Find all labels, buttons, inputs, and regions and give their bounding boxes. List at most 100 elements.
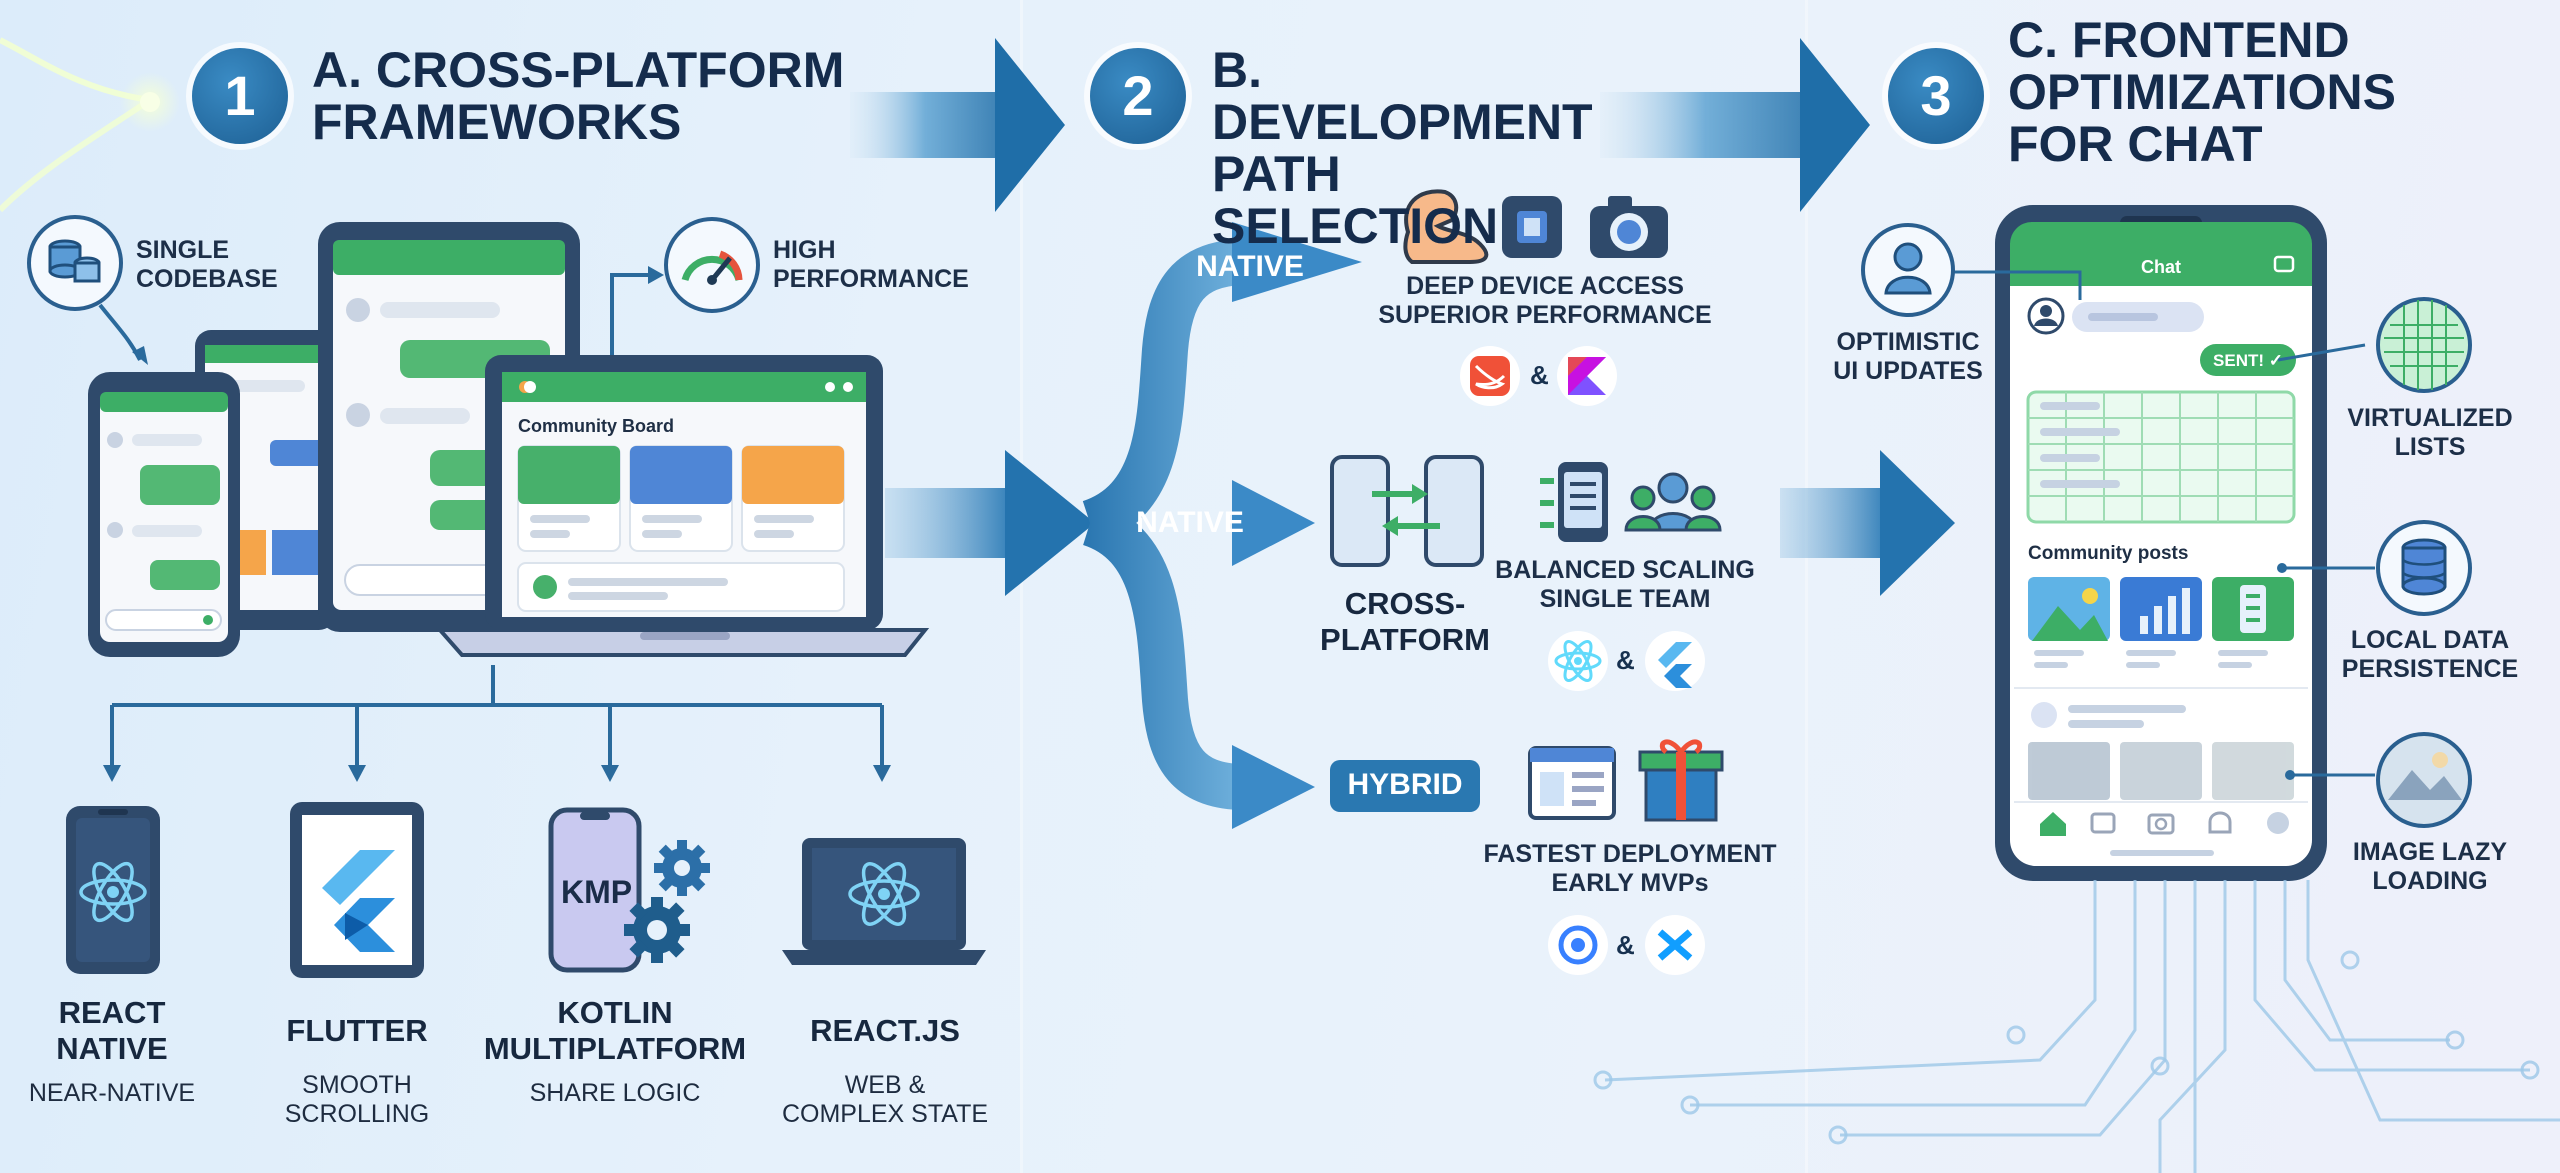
lazy-line2: LOADING [2372, 867, 2488, 895]
step-number-2: 2 [1090, 48, 1186, 144]
kmp-badge: KMP [561, 874, 633, 910]
section-b-title-line2: PATH SELECTION [1212, 146, 1499, 254]
gift-icon [1638, 739, 1724, 822]
hybrid-pill-bg [1330, 760, 1480, 812]
kmp-name-1: KOTLIN [557, 995, 673, 1030]
kotlin-icon [1557, 346, 1617, 406]
laptop-device [435, 355, 930, 657]
image-lazy-loading-label: IMAGE LAZY LOADING [2330, 838, 2530, 896]
ionic-icon [1548, 915, 1608, 975]
framework-tree [110, 665, 884, 770]
native-desc-1: DEEP DEVICE ACCESS [1406, 272, 1684, 300]
react-native-icon [66, 806, 160, 974]
community-post-thumbnails [2028, 577, 2294, 668]
react-native-name-1: REACT [58, 995, 166, 1030]
team-icon [1624, 472, 1722, 532]
cross-platform-description: BALANCED SCALING SINGLE TEAM [1480, 556, 1770, 614]
path-hybrid-label: HYBRID [1347, 768, 1463, 801]
cross-platform-line2: PLATFORM [1320, 622, 1490, 657]
muscle-icon [1403, 189, 1489, 264]
kmp-icon [548, 807, 710, 973]
camera-icon [1590, 196, 1668, 258]
framework-flutter: FLUTTER SMOOTH SCROLLING [247, 1013, 467, 1129]
reactjs-name: REACT.JS [810, 1013, 960, 1048]
phones-sync-icon [1330, 455, 1484, 567]
cross-amp: & [1616, 645, 1635, 675]
browser-icon [1528, 746, 1616, 820]
section-b-title-line1: B. DEVELOPMENT [1212, 42, 1593, 150]
step-number-1: 1 [192, 48, 288, 144]
sent-badge: SENT! ✓ [2213, 351, 2283, 370]
reactjs-desc-2: COMPLEX STATE [781, 1100, 989, 1128]
phone-device [88, 372, 240, 657]
gauge-icon [664, 217, 760, 313]
kmp-desc: SHARE LOGIC [529, 1079, 701, 1107]
virtualized-grid [2026, 390, 2296, 524]
image-icon [2376, 732, 2472, 828]
main-arrow-1 [885, 450, 1095, 596]
section-c-title-line1: C. FRONTEND [2008, 12, 2350, 68]
single-codebase-line2: CODEBASE [136, 265, 278, 293]
persistence-line2: PERSISTENCE [2341, 655, 2519, 683]
header-arrow-2 [1600, 38, 1870, 212]
database-icon [27, 215, 123, 311]
grid-icon [2376, 297, 2472, 393]
branch-arrows [1081, 239, 1250, 810]
native-amp: & [1530, 360, 1549, 390]
cross-desc-1: BALANCED SCALING [1495, 556, 1755, 584]
section-a-title: A. CROSS-PLATFORM FRAMEWORKS [312, 44, 872, 148]
chat-header-title: Chat [2141, 257, 2181, 277]
section-a-title-line2: FRAMEWORKS [312, 94, 682, 150]
high-performance-line1: HIGH [773, 236, 836, 264]
chip-icon [1502, 196, 1562, 258]
step-number-3: 3 [1888, 48, 1984, 144]
high-performance-label: HIGH PERFORMANCE [773, 236, 1013, 294]
framework-kotlin-multiplatform: KOTLIN MULTIPLATFORM SHARE LOGIC [470, 995, 760, 1108]
single-codebase-line1: SINGLE [136, 236, 230, 264]
section-c-title-line3: FOR CHAT [2008, 116, 2263, 172]
database-persistence-icon [2376, 520, 2472, 616]
native-desc-2: SUPERIOR PERFORMANCE [1378, 301, 1712, 329]
high-performance-line2: PERFORMANCE [773, 265, 969, 293]
react-native-desc: NEAR-NATIVE [28, 1079, 196, 1107]
virtualized-line1: VIRTUALIZED [2347, 404, 2513, 432]
section-c-title: C. FRONTEND OPTIMIZATIONS FOR CHAT [2008, 14, 2548, 170]
section-c-title-line2: OPTIMIZATIONS [2008, 64, 2396, 120]
decorative-glow-line [0, 37, 180, 213]
section-b-title: B. DEVELOPMENT PATH SELECTION [1212, 44, 1632, 252]
kmp-name-2: MULTIPLATFORM [483, 1031, 747, 1066]
community-posts-title: Community posts [2028, 543, 2189, 564]
cross-desc-2: SINGLE TEAM [1539, 585, 1711, 613]
laptop-screen-title: Community Board [518, 416, 675, 436]
hybrid-desc-2: EARLY MVPs [1551, 869, 1709, 897]
virtualized-lists-label: VIRTUALIZED LISTS [2330, 404, 2530, 462]
swift-icon [1460, 346, 1520, 406]
react-native-name-2: NATIVE [56, 1031, 168, 1066]
header-arrow-1 [850, 38, 1065, 212]
single-codebase-label: SINGLE CODEBASE [136, 236, 336, 294]
circuit-traces [1604, 880, 2560, 1173]
user-icon [1861, 223, 1955, 317]
chat-phone-device [1995, 205, 2327, 881]
flutter-desc-1: SMOOTH [302, 1071, 412, 1099]
persistence-line1: LOCAL DATA [2350, 626, 2510, 654]
framework-react-native: REACT NATIVE NEAR-NATIVE [2, 995, 222, 1108]
lazy-image-placeholders [2028, 742, 2294, 800]
flutter-desc-2: SCROLLING [284, 1100, 430, 1128]
react-tech-icon [1548, 631, 1608, 691]
optimistic-line1: OPTIMISTIC [1836, 328, 1980, 356]
path-native-label-2: NATIVE [1136, 506, 1244, 539]
lazy-line1: IMAGE LAZY [2352, 838, 2508, 866]
optimistic-ui-label: OPTIMISTIC UI UPDATES [1818, 328, 1998, 386]
optimistic-line2: UI UPDATES [1833, 357, 1983, 385]
hybrid-desc-1: FASTEST DEPLOYMENT [1483, 840, 1777, 868]
main-arrow-2 [1780, 450, 1955, 596]
reactjs-desc-1: WEB & [844, 1071, 926, 1099]
cross-platform-line1: CROSS- [1344, 586, 1466, 621]
framework-react-js: REACT.JS WEB & COMPLEX STATE [770, 1013, 1000, 1129]
flutter-tablet-icon [290, 802, 424, 978]
mobile-code-icon [1540, 462, 1608, 542]
virtualized-line2: LISTS [2394, 433, 2466, 461]
capacitor-icon [1645, 915, 1705, 975]
